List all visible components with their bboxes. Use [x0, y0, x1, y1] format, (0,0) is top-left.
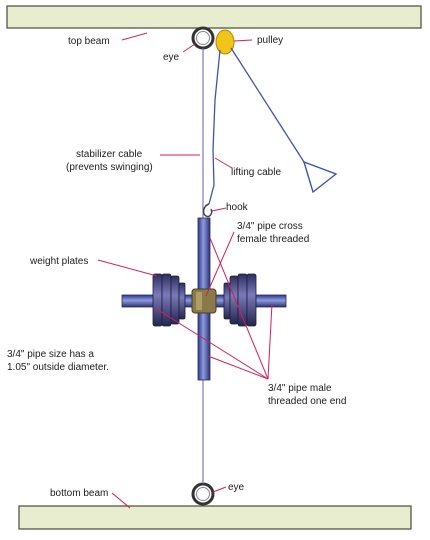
label-hook: hook — [226, 202, 249, 213]
lifting-cable-handle-run — [230, 47, 305, 163]
label-lifting-cable: lifting cable — [231, 167, 281, 178]
label-cross-1: 3/4" pipe cross — [237, 221, 303, 232]
top-beam — [6, 5, 422, 29]
label-pipe-size-2: 1.05" outside diameter. — [7, 362, 109, 373]
lifting-cable — [208, 49, 221, 205]
leader-male-4 — [154, 307, 269, 380]
right-weight-plates — [223, 273, 257, 327]
leader-hook — [211, 207, 227, 212]
label-eye-top: eye — [163, 52, 180, 63]
leader-weight-plates — [97, 259, 158, 277]
leader-cross — [205, 231, 235, 297]
label-pulley: pulley — [257, 35, 283, 46]
label-eye-bottom: eye — [228, 482, 245, 493]
pipe-cross-fitting — [191, 288, 217, 314]
leader-bottom-beam — [111, 492, 131, 509]
leader-lifting — [214, 157, 233, 169]
label-stabilizer-cable-1: stabilizer cable — [76, 149, 143, 160]
leader-lines — [97, 32, 273, 509]
bottom-beam — [18, 505, 412, 530]
leader-top-beam — [121, 32, 148, 41]
label-bottom-beam: bottom beam — [50, 488, 108, 499]
top-eye — [191, 26, 215, 50]
leader-eye-bottom — [212, 486, 227, 493]
hook — [202, 203, 213, 218]
leader-male-1 — [209, 237, 269, 380]
label-male-2: threaded one end — [268, 396, 346, 407]
leader-eye-top — [182, 43, 196, 53]
label-weight-plates: weight plates — [29, 256, 88, 267]
leader-pulley — [233, 39, 253, 42]
cable-handle — [302, 160, 338, 194]
left-weight-plates — [152, 273, 186, 327]
pipe-cross-highlight — [196, 292, 202, 310]
leader-male-3 — [207, 355, 269, 380]
label-male-1: 3/4" pipe male — [268, 383, 332, 394]
pulley — [215, 29, 235, 55]
label-stabilizer-cable-2: (prevents swinging) — [66, 162, 153, 173]
leader-male-2 — [267, 303, 273, 380]
bottom-eye — [191, 482, 215, 506]
label-top-beam: top beam — [68, 36, 110, 47]
label-cross-2: female threaded — [237, 234, 309, 245]
label-pipe-size-1: 3/4" pipe size has a — [7, 349, 94, 360]
